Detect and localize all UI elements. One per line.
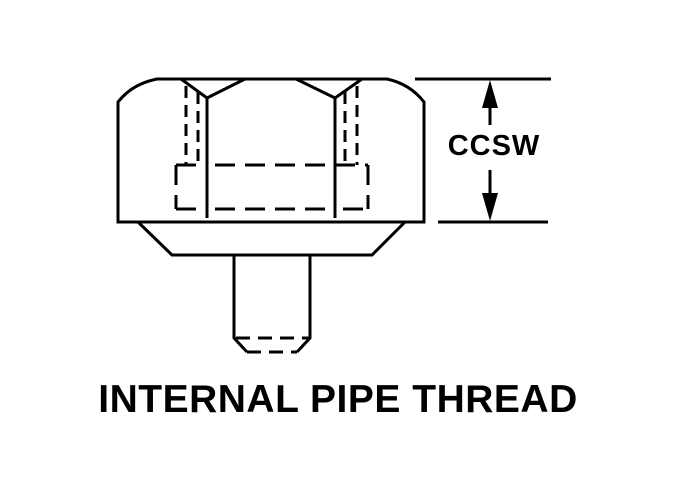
hex-chamfer-right: [295, 77, 363, 100]
diagram-caption: INTERNAL PIPE THREAD: [98, 378, 578, 421]
arrow-down-icon: [482, 193, 498, 221]
arrow-up-icon: [482, 80, 498, 108]
shank-hidden-thread: [236, 336, 310, 354]
hex-chamfer-left: [180, 77, 246, 100]
collar-outline: [136, 220, 407, 257]
dimension-label: CCSW: [447, 130, 541, 162]
hidden-bore: [174, 163, 370, 211]
hex-head-outline: [116, 77, 426, 224]
hidden-thread-lines: [184, 86, 359, 165]
